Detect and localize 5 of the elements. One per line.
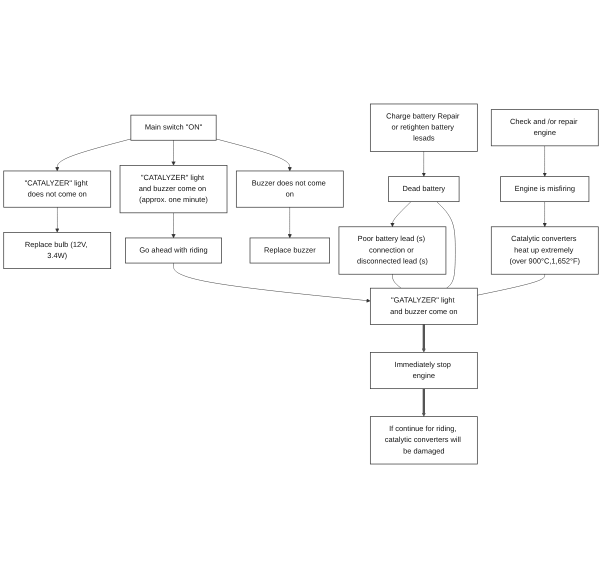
arrow xyxy=(422,324,426,353)
connector xyxy=(392,274,402,288)
arrow xyxy=(422,388,426,417)
connector xyxy=(436,201,456,288)
connector xyxy=(477,274,546,296)
